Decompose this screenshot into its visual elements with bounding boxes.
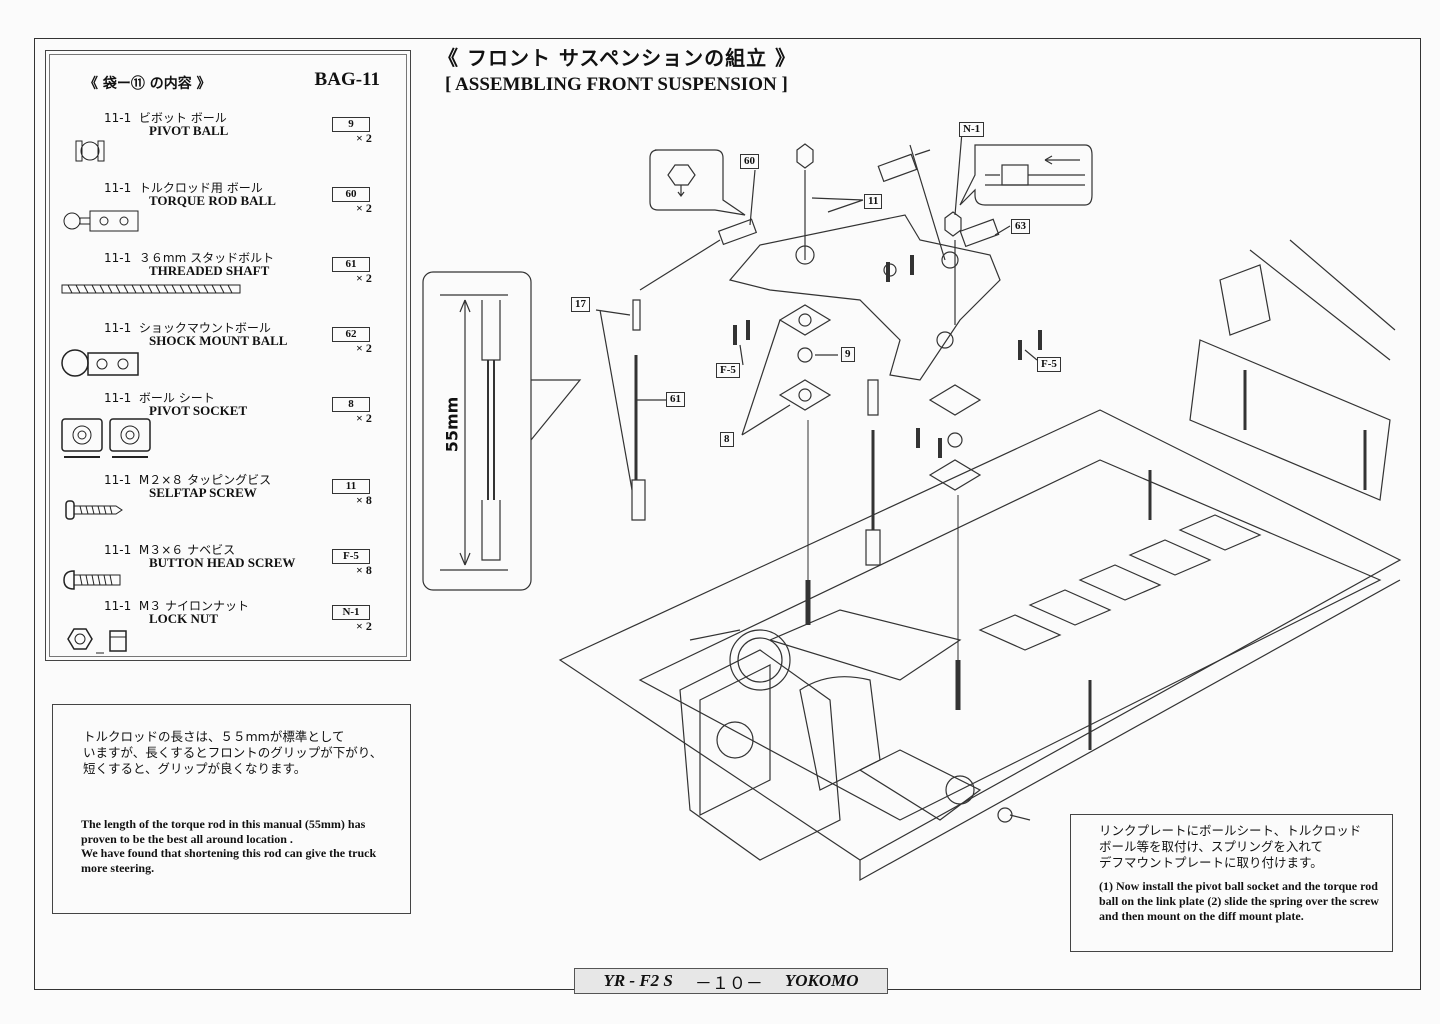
pivot-socket-upper bbox=[778, 304, 832, 336]
part-selftap-screw: 11-1 M２×８ タッピングビス SELFTAP SCREW 11 × 8 bbox=[46, 471, 406, 539]
link-plate bbox=[728, 214, 1001, 381]
part-pivot-socket: 11-1 ボール シート PIVOT SOCKET 8 × 2 bbox=[46, 389, 406, 458]
lock-nut-upper bbox=[796, 143, 814, 169]
part-code: F-5 bbox=[332, 549, 370, 564]
callout-61: 61 bbox=[666, 392, 685, 407]
pivot-ball-icon bbox=[75, 140, 105, 162]
page-footer: YR - F2 S －１０－ YOKOMO bbox=[574, 968, 888, 994]
torque-rod-note-ja: トルクロッドの長さは、５５mmが標準として いますが、長くするとフロントのグリッ… bbox=[83, 729, 383, 776]
callout-9: 9 bbox=[841, 347, 855, 362]
part-name: TORQUE ROD BALL bbox=[149, 193, 276, 208]
gearbox bbox=[679, 649, 841, 861]
torque-rod-note-en-2: We have found that shortening this rod c… bbox=[81, 846, 377, 875]
part-button-head-screw: 11-1 M３×６ ナベビス BUTTON HEAD SCREW F-5 × 8 bbox=[46, 541, 406, 609]
part-pivot-ball: 11-1 ビボット ボール PIVOT BALL 9 × 2 bbox=[46, 109, 406, 177]
selftap-screw-icon bbox=[65, 500, 123, 520]
part-code: N-1 bbox=[332, 605, 370, 620]
callout-f5-right: F-5 bbox=[1037, 357, 1061, 372]
part-qty: × 8 bbox=[356, 493, 372, 507]
part-code: 9 bbox=[332, 117, 370, 132]
callout-60: 60 bbox=[740, 154, 759, 169]
diff-mount-plate bbox=[768, 609, 962, 681]
part-index-ja: 11-1 ショックマウントボール bbox=[104, 321, 271, 335]
callout-11: 11 bbox=[864, 194, 883, 209]
part-code: 60 bbox=[332, 187, 370, 202]
part-index-ja: 11-1 ３６mm スタッドボルト bbox=[104, 251, 275, 265]
part-qty: × 2 bbox=[356, 201, 372, 215]
pivot-socket-icon bbox=[61, 418, 151, 458]
lock-nut-icon bbox=[67, 628, 127, 654]
part-shock-mount-ball: 11-1 ショックマウントボール SHOCK MOUNT BALL 62 × 2 bbox=[46, 319, 406, 387]
bag-code: BAG-11 bbox=[314, 69, 380, 90]
part-name: BUTTON HEAD SCREW bbox=[149, 555, 296, 570]
part-name: THREADED SHAFT bbox=[149, 263, 270, 278]
callout-63: 63 bbox=[1011, 219, 1030, 234]
part-index-ja: 11-1 ビボット ボール bbox=[104, 111, 227, 125]
footer-page-number: －１０－ bbox=[694, 973, 763, 994]
part-qty: × 2 bbox=[356, 411, 372, 425]
callout-8: 8 bbox=[720, 432, 734, 447]
part-index-ja: 11-1 M２×８ タッピングビス bbox=[104, 473, 272, 487]
part-index-ja: 11-1 ボール シート bbox=[104, 391, 215, 405]
part-index-ja: 11-1 トルクロッド用 ボール bbox=[104, 181, 263, 195]
threaded-shaft-icon bbox=[61, 284, 241, 294]
bag-contents-panel: 《 袋ー⑪ の内容 》 BAG-11 11-1 ビボット ボール PIVOT B… bbox=[45, 50, 411, 661]
install-note-ja: リンクプレートにボールシート、トルクロッド ボール等を取付け、スプリングを入れて… bbox=[1099, 823, 1362, 870]
dimension-box bbox=[422, 271, 532, 591]
part-index-ja: 11-1 M３×６ ナベビス bbox=[104, 543, 236, 557]
part-name: PIVOT SOCKET bbox=[149, 403, 248, 418]
dimension-55mm-label: 55mm bbox=[442, 396, 462, 453]
part-qty: × 2 bbox=[356, 341, 372, 355]
torque-rod-note-en-1: The length of the torque rod in this man… bbox=[81, 817, 366, 846]
part-name: SHOCK MOUNT BALL bbox=[149, 333, 288, 348]
torque-rod-end-upper bbox=[632, 299, 641, 331]
battery-slots bbox=[978, 514, 1262, 651]
shock-mount-ball-icon bbox=[61, 349, 139, 377]
install-note: リンクプレートにボールシート、トルクロッド ボール等を取付け、スプリングを入れて… bbox=[1070, 814, 1393, 952]
part-torque-rod-ball: 11-1 トルクロッド用 ボール TORQUE ROD BALL 60 × 2 bbox=[46, 179, 406, 247]
torque-rod-note: トルクロッドの長さは、５５mmが標準として いますが、長くするとフロントのグリッ… bbox=[52, 704, 411, 914]
bag-inner-border bbox=[49, 54, 407, 657]
part-name: SELFTAP SCREW bbox=[149, 485, 257, 500]
part-name: LOCK NUT bbox=[149, 611, 218, 626]
callout-f5-left: F-5 bbox=[716, 363, 740, 378]
part-threaded-shaft: 11-1 ３６mm スタッドボルト THREADED SHAFT 61 × 2 bbox=[46, 249, 406, 317]
rear-bulkhead bbox=[1219, 264, 1271, 336]
part-qty: × 8 bbox=[356, 563, 372, 577]
callout-17: 17 bbox=[571, 297, 590, 312]
title-japanese: 《 フロント サスペンションの組立 》 bbox=[438, 46, 797, 70]
torque-rod-ball-icon bbox=[63, 210, 139, 232]
part-code: 61 bbox=[332, 257, 370, 272]
part-code: 11 bbox=[332, 479, 370, 494]
part-qty: × 2 bbox=[356, 271, 372, 285]
callout-n1: N-1 bbox=[959, 122, 985, 137]
part-index-ja: 11-1 M３ ナイロンナット bbox=[104, 599, 250, 613]
button-head-screw-icon bbox=[63, 570, 121, 590]
footer-brand: YOKOMO bbox=[784, 971, 859, 990]
footer-model: YR - F2 S bbox=[603, 971, 673, 990]
title-english: [ ASSEMBLING FRONT SUSPENSION ] bbox=[445, 74, 788, 95]
part-qty: × 2 bbox=[356, 131, 372, 145]
chassis-plate bbox=[558, 409, 1402, 861]
part-qty: × 2 bbox=[356, 619, 372, 633]
part-name: PIVOT BALL bbox=[149, 123, 229, 138]
part-lock-nut: 11-1 M３ ナイロンナット LOCK NUT N-1 × 2 bbox=[46, 597, 406, 665]
bag-heading: 《 袋ー⑪ の内容 》 bbox=[84, 76, 211, 92]
install-note-en: (1) Now install the pivot ball socket an… bbox=[1099, 879, 1379, 923]
torque-rod-end-lower bbox=[631, 479, 646, 521]
pivot-socket-lower bbox=[778, 379, 832, 411]
part-code: 62 bbox=[332, 327, 370, 342]
part-code: 8 bbox=[332, 397, 370, 412]
